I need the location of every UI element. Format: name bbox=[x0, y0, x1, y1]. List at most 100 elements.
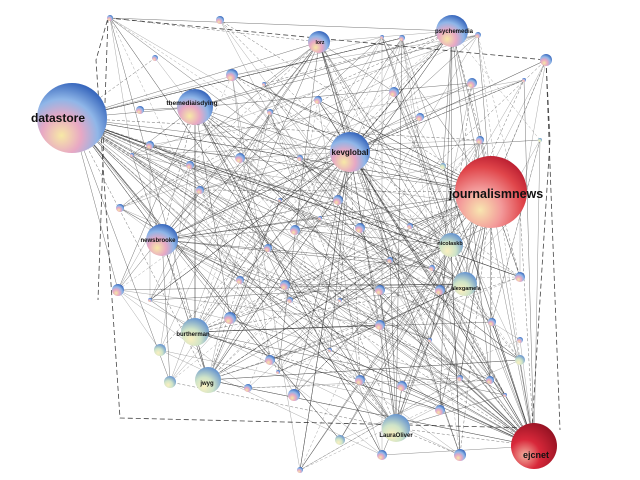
small-node-5[interactable] bbox=[540, 54, 552, 66]
small-node-25[interactable] bbox=[318, 216, 322, 220]
small-node-43[interactable] bbox=[517, 337, 523, 343]
small-node-11[interactable] bbox=[467, 78, 477, 88]
small-node-23[interactable] bbox=[196, 186, 204, 194]
edge-301 bbox=[161, 239, 209, 381]
small-node-59[interactable] bbox=[297, 467, 303, 473]
small-node-48[interactable] bbox=[355, 375, 365, 385]
small-node-22[interactable] bbox=[538, 138, 542, 142]
small-node-49[interactable] bbox=[457, 375, 463, 381]
node-lauraoliver-bubble bbox=[382, 414, 410, 442]
node-nicolaskb[interactable]: nicolaskb bbox=[437, 233, 463, 257]
node-newsbrooke[interactable]: newsbrooke bbox=[140, 224, 178, 256]
small-node-30[interactable] bbox=[264, 244, 272, 252]
edge-279 bbox=[294, 229, 493, 323]
small-node-20[interactable] bbox=[235, 153, 245, 163]
small-node-61[interactable] bbox=[112, 284, 124, 296]
node-alexgamela[interactable]: alexgamela bbox=[451, 272, 482, 296]
small-node-46[interactable] bbox=[276, 370, 280, 374]
small-node-0[interactable] bbox=[107, 15, 113, 21]
edge-230 bbox=[317, 99, 452, 246]
node-lorz[interactable]: lorz bbox=[308, 31, 330, 53]
small-node-44[interactable] bbox=[154, 344, 166, 356]
edge-451 bbox=[263, 83, 535, 447]
small-node-41[interactable] bbox=[428, 338, 432, 342]
small-node-58[interactable] bbox=[377, 450, 387, 460]
small-node-26[interactable] bbox=[355, 223, 365, 233]
small-node-65[interactable] bbox=[375, 285, 385, 295]
small-node-40[interactable] bbox=[375, 320, 385, 330]
small-node-47[interactable] bbox=[328, 348, 332, 352]
small-node-27[interactable] bbox=[407, 223, 413, 229]
small-node-24[interactable] bbox=[278, 198, 282, 202]
small-node-64[interactable] bbox=[236, 276, 244, 284]
edge-456 bbox=[161, 239, 535, 447]
node-psychemedia[interactable]: psychemedia bbox=[435, 15, 474, 47]
edge-287 bbox=[379, 79, 525, 326]
small-node-67[interactable] bbox=[503, 393, 507, 397]
node-datastore[interactable]: datastore bbox=[31, 83, 107, 153]
small-node-54[interactable] bbox=[397, 381, 407, 391]
small-node-55[interactable] bbox=[435, 405, 445, 415]
edge-218 bbox=[395, 339, 431, 429]
edge-1 bbox=[71, 117, 269, 249]
small-node-36[interactable] bbox=[148, 298, 152, 302]
small-node-8[interactable] bbox=[262, 82, 266, 86]
small-node-51[interactable] bbox=[164, 376, 176, 388]
small-node-21[interactable] bbox=[440, 163, 446, 169]
small-node-13[interactable] bbox=[136, 106, 144, 114]
edge-171 bbox=[401, 385, 535, 447]
small-node-52[interactable] bbox=[244, 384, 252, 392]
small-node-37[interactable] bbox=[224, 312, 236, 324]
small-node-57[interactable] bbox=[335, 435, 345, 445]
node-jwyg[interactable]: jwyg bbox=[195, 367, 221, 393]
node-kevglobal-bubble bbox=[330, 132, 370, 172]
small-node-3[interactable] bbox=[399, 35, 405, 41]
small-node-6[interactable] bbox=[152, 55, 158, 61]
small-node-9[interactable] bbox=[314, 96, 322, 104]
small-node-4[interactable] bbox=[475, 32, 481, 38]
small-node-38[interactable] bbox=[287, 297, 293, 303]
small-node-14[interactable] bbox=[267, 109, 273, 115]
edge-187 bbox=[194, 157, 301, 333]
edge-127 bbox=[194, 106, 383, 456]
small-node-33[interactable] bbox=[429, 265, 435, 271]
small-node-7[interactable] bbox=[226, 69, 238, 81]
edge-66 bbox=[219, 19, 492, 193]
small-node-19[interactable] bbox=[186, 161, 194, 169]
small-node-63[interactable] bbox=[280, 280, 290, 290]
small-node-15[interactable] bbox=[416, 113, 424, 121]
small-node-50[interactable] bbox=[486, 376, 494, 384]
node-ejcnet-label: ejcnet bbox=[523, 450, 549, 460]
node-burtherman[interactable]: burtherman bbox=[176, 318, 210, 346]
small-node-62[interactable] bbox=[130, 153, 134, 157]
node-ejcnet[interactable]: ejcnet bbox=[511, 423, 557, 469]
node-alexgamela-label: alexgamela bbox=[451, 286, 482, 292]
edge-389 bbox=[199, 189, 466, 285]
small-node-2[interactable] bbox=[380, 35, 384, 39]
small-node-12[interactable] bbox=[522, 78, 526, 82]
node-lauraoliver[interactable]: LauraOliver bbox=[379, 414, 413, 442]
small-node-66[interactable] bbox=[333, 195, 343, 205]
node-journalismnews[interactable]: journalismnews bbox=[448, 156, 544, 228]
edge-316 bbox=[389, 259, 461, 456]
small-node-34[interactable] bbox=[435, 285, 445, 295]
small-node-42[interactable] bbox=[488, 318, 496, 326]
small-node-35[interactable] bbox=[515, 272, 525, 282]
edge-101 bbox=[231, 74, 351, 153]
small-node-17[interactable] bbox=[297, 155, 303, 161]
small-node-1[interactable] bbox=[216, 16, 224, 24]
small-node-31[interactable] bbox=[290, 225, 300, 235]
small-node-32[interactable] bbox=[387, 257, 393, 263]
small-node-10[interactable] bbox=[389, 87, 399, 97]
edge-134 bbox=[194, 30, 453, 108]
small-node-18[interactable] bbox=[146, 141, 154, 149]
small-node-45[interactable] bbox=[265, 355, 275, 365]
small-node-56[interactable] bbox=[515, 355, 525, 365]
node-themediaisdying[interactable]: themediaisdying bbox=[166, 89, 218, 125]
small-node-39[interactable] bbox=[338, 298, 342, 302]
small-node-29[interactable] bbox=[116, 204, 124, 212]
small-node-16[interactable] bbox=[476, 136, 484, 144]
small-node-60[interactable] bbox=[454, 449, 466, 461]
small-node-53[interactable] bbox=[288, 389, 300, 401]
node-kevglobal[interactable]: kevglobal bbox=[330, 132, 370, 172]
